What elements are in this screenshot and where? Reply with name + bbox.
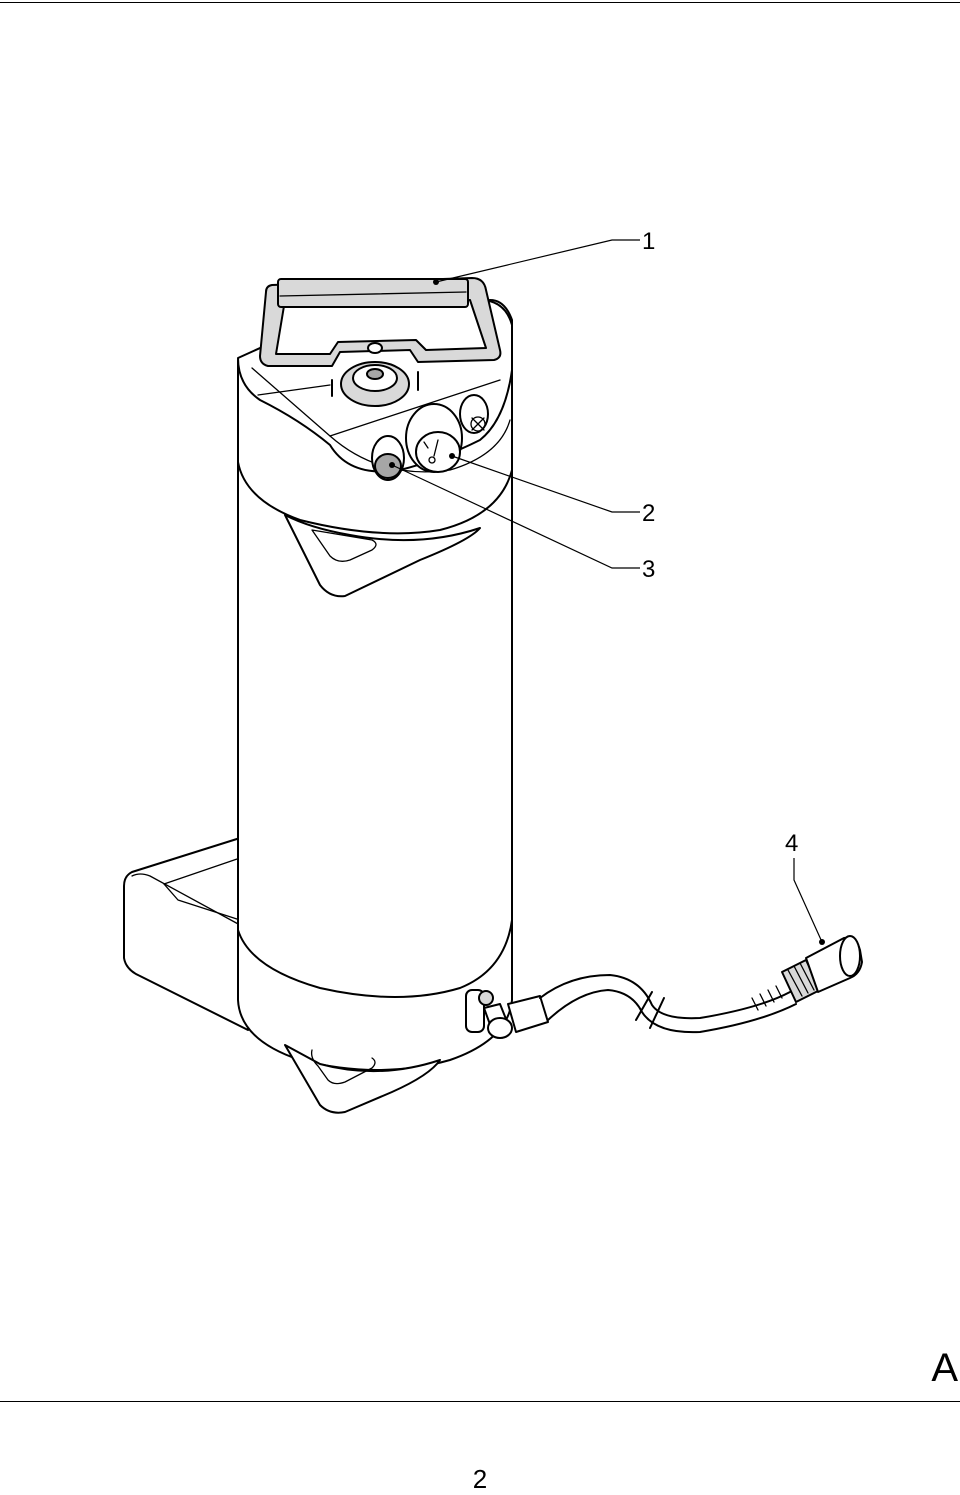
leader-lines <box>389 239 825 945</box>
callout-1: 1 <box>642 228 655 255</box>
hose-coupling[interactable] <box>751 935 863 1011</box>
upper-foot <box>284 514 481 598</box>
callout-4: 4 <box>785 830 798 857</box>
callout-3: 3 <box>642 556 655 583</box>
shutoff-knob[interactable] <box>371 435 405 481</box>
pressure-gauge[interactable] <box>405 403 463 473</box>
vent-cap <box>459 394 489 434</box>
bottom-rule <box>0 1401 960 1402</box>
base-plate <box>123 837 249 1031</box>
callout-2: 2 <box>642 500 655 527</box>
carrying-handle[interactable] <box>259 277 502 367</box>
page-number: 2 <box>472 1464 488 1494</box>
pressure-valve <box>331 361 419 407</box>
bottom-foot <box>284 1044 441 1114</box>
outlet-tap[interactable] <box>465 989 513 1039</box>
figure-label: A <box>931 1346 958 1390</box>
hose <box>507 974 797 1034</box>
tank-body <box>237 299 513 1071</box>
top-rule <box>0 2 960 3</box>
